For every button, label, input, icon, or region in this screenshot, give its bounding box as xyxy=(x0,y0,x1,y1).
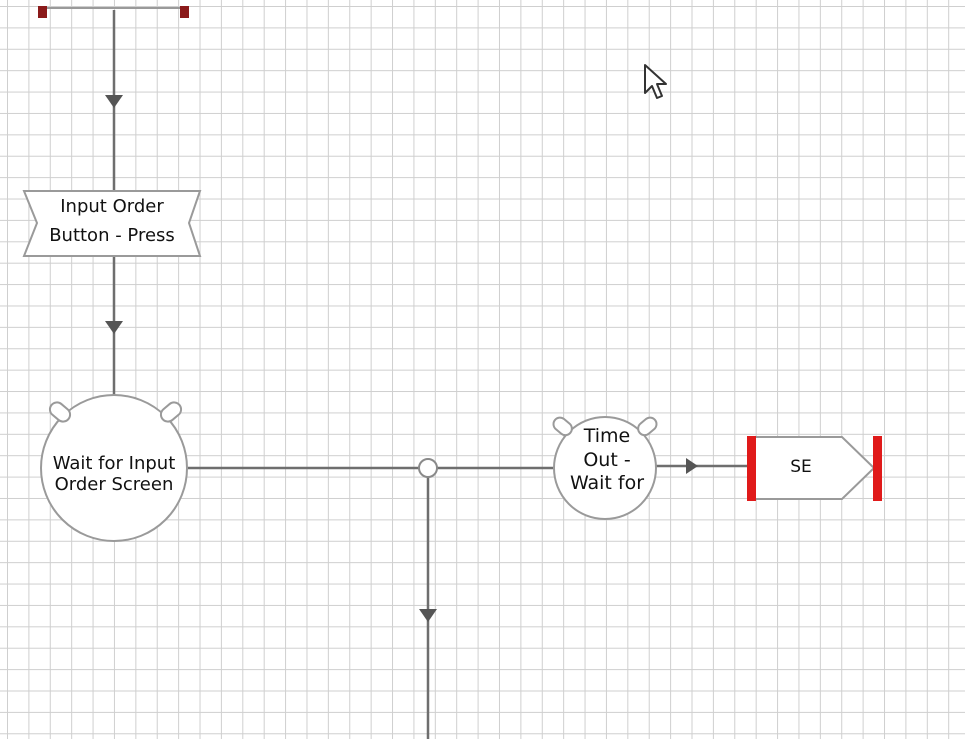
se-handle-left[interactable] xyxy=(747,436,756,501)
arrowheads xyxy=(105,95,698,622)
wait-input-label-1: Wait for Input xyxy=(52,453,176,474)
mouse-pointer-icon xyxy=(644,64,667,99)
timeout-node[interactable] xyxy=(551,415,659,520)
top-node-partial[interactable] xyxy=(38,6,189,18)
wait-input-node[interactable] xyxy=(40,394,188,542)
node-handle[interactable] xyxy=(38,6,47,18)
timer-knob-right xyxy=(159,401,183,423)
timer-knob-left xyxy=(552,416,573,437)
arrow-down-icon xyxy=(419,609,437,622)
input-order-label-1: Input Order xyxy=(60,196,164,217)
input-order-node[interactable] xyxy=(22,190,202,257)
connectors xyxy=(112,10,750,739)
wait-input-label-2: Order Screen xyxy=(54,474,174,495)
junction-node[interactable] xyxy=(418,458,438,478)
arrow-down-icon xyxy=(105,95,123,108)
arrow-down-icon xyxy=(105,321,123,334)
timer-knob-right xyxy=(637,416,658,437)
se-node[interactable] xyxy=(747,436,882,501)
timer-knob-left xyxy=(48,401,72,423)
se-label: SE xyxy=(790,457,812,477)
input-order-label-2: Button - Press xyxy=(49,225,175,246)
node-handle[interactable] xyxy=(180,6,189,18)
timeout-label-3: Wait for xyxy=(569,472,645,494)
se-handle-right[interactable] xyxy=(873,436,882,501)
timeout-label-1: Time xyxy=(583,425,631,447)
arrow-right-icon xyxy=(686,458,698,474)
timeout-label-2: Out - xyxy=(583,449,631,471)
